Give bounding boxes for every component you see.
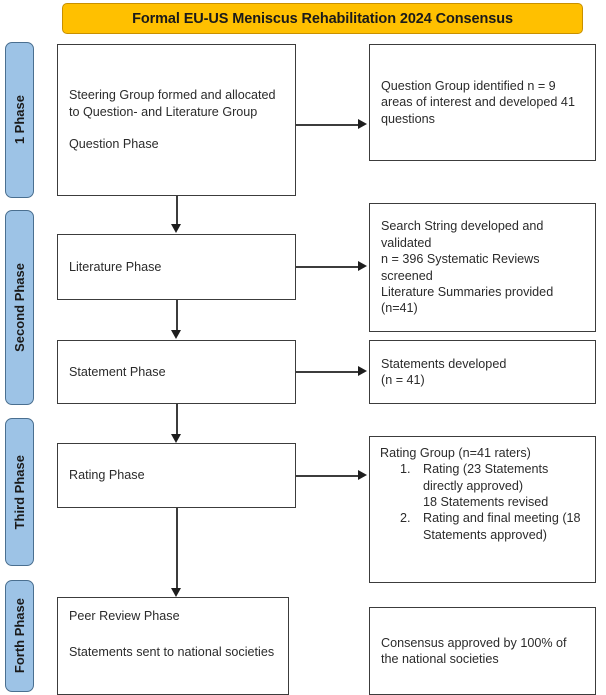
box-rating-group-heading: Rating Group (n=41 raters) xyxy=(380,446,531,460)
box-question-group-text: Question Group identified n = 9 areas of… xyxy=(381,78,579,126)
box-rating-phase: Rating Phase xyxy=(57,443,296,508)
box-steering-group-text: Steering Group formed and allocated to Q… xyxy=(69,88,276,152)
phase-label-2: Second Phase xyxy=(5,210,34,405)
connector-steering-to-literature xyxy=(176,196,178,226)
arrowhead-rating-to-peer-review xyxy=(171,588,181,597)
box-literature-phase-text: Literature Phase xyxy=(69,259,162,274)
phase-label-1: 1 Phase xyxy=(5,42,34,198)
arrowhead-statement-to-rating xyxy=(171,434,181,443)
box-steering-group: Steering Group formed and allocated to Q… xyxy=(57,44,296,196)
arrowhead-literature-to-statement xyxy=(171,330,181,339)
phase-label-3: Third Phase xyxy=(5,418,34,566)
box-literature-phase: Literature Phase xyxy=(57,234,296,300)
phase-label-1-text: 1 Phase xyxy=(12,95,27,145)
box-rating-phase-text: Rating Phase xyxy=(69,468,145,483)
box-statements-developed-text: Statements developed (n = 41) xyxy=(381,356,507,387)
arrowhead-literature-to-search xyxy=(358,261,367,271)
rating-group-list-item: Rating (23 Statements directly approved)… xyxy=(414,461,585,510)
box-statement-phase: Statement Phase xyxy=(57,340,296,404)
arrowhead-statement-to-developed xyxy=(358,366,367,376)
box-search-string-text: Search String developed and validated n … xyxy=(381,219,554,316)
connector-rating-to-group xyxy=(296,475,360,477)
connector-literature-to-statement xyxy=(176,300,178,332)
connector-literature-to-search xyxy=(296,266,360,268)
box-question-group: Question Group identified n = 9 areas of… xyxy=(369,44,596,161)
box-consensus-approved-text: Consensus approved by 100% of the nation… xyxy=(381,635,571,666)
rating-group-list-item-text: Rating (23 Statements directly approved)… xyxy=(423,462,549,510)
arrowhead-steering-to-question xyxy=(358,119,367,129)
connector-rating-to-peer-review xyxy=(176,508,178,590)
box-peer-review: Peer Review Phase Statements sent to nat… xyxy=(57,597,289,695)
connector-steering-to-question xyxy=(296,124,360,126)
phase-label-4-text: Forth Phase xyxy=(12,598,27,674)
phase-label-2-text: Second Phase xyxy=(12,263,27,352)
box-rating-group: Rating Group (n=41 raters) Rating (23 St… xyxy=(369,436,596,583)
arrowhead-rating-to-group xyxy=(358,470,367,480)
arrowhead-steering-to-literature xyxy=(171,224,181,233)
page-title: Formal EU-US Meniscus Rehabilitation 202… xyxy=(132,10,513,27)
connector-statement-to-developed xyxy=(296,371,360,373)
phase-label-4: Forth Phase xyxy=(5,580,34,692)
connector-statement-to-rating xyxy=(176,404,178,436)
phase-label-3-text: Third Phase xyxy=(12,454,27,530)
box-search-string: Search String developed and validated n … xyxy=(369,203,596,332)
box-peer-review-text: Peer Review Phase Statements sent to nat… xyxy=(69,609,275,659)
rating-group-list-item: Rating and final meeting (18 Statements … xyxy=(414,510,585,543)
box-consensus-approved: Consensus approved by 100% of the nation… xyxy=(369,607,596,695)
rating-group-list: Rating (23 Statements directly approved)… xyxy=(380,461,585,543)
consensus-title-banner: Formal EU-US Meniscus Rehabilitation 202… xyxy=(62,3,583,34)
box-statement-phase-text: Statement Phase xyxy=(69,364,166,379)
box-statements-developed: Statements developed (n = 41) xyxy=(369,340,596,404)
rating-group-list-item-text: Rating and final meeting (18 Statements … xyxy=(423,511,585,542)
